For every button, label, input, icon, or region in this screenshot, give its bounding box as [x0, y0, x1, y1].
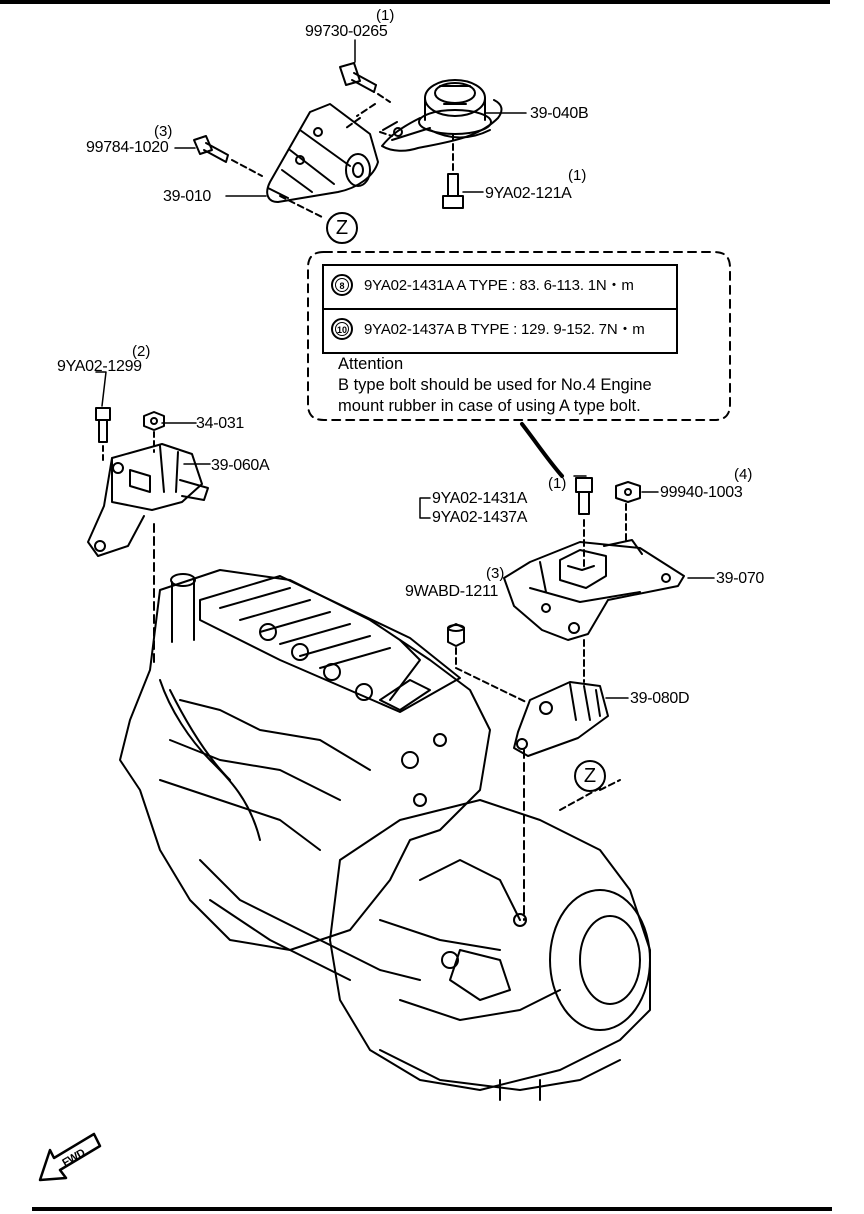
- mount-39-060A-icon: [87, 443, 209, 557]
- part-label-9YA02-1431A: 9YA02-1431A: [432, 490, 528, 507]
- attention-title: Attention: [338, 355, 404, 373]
- bolt-9YA02-1431A-icon: [575, 477, 593, 515]
- part-label-9YA02-1299: 9YA02-1299: [57, 358, 142, 375]
- qty-9WABD-1211: (3): [486, 565, 505, 582]
- fwd-arrow-icon: [38, 1132, 102, 1182]
- torque-8-icon: 8: [331, 274, 353, 296]
- nut-99940-1003-icon: [615, 481, 641, 503]
- qty-99940-1003: (4): [734, 466, 753, 483]
- bolt-9YA02-1299-icon: [95, 407, 111, 443]
- bolt-9YA02-121A-icon: [442, 173, 464, 209]
- attention-line-2: mount rubber in case of using A type bol…: [338, 397, 641, 415]
- engine-assembly-icon: [119, 569, 491, 981]
- qty-99730-0265: (1): [376, 7, 395, 24]
- part-label-9WABD-1211: 9WABD-1211: [405, 583, 499, 600]
- nut-34-031-icon: [143, 411, 165, 431]
- qty-9YA02-121A: (1): [568, 167, 587, 184]
- torque-spec-b: 9YA02-1437A B TYPE : 129. 9-152. 7N・m: [364, 321, 645, 338]
- part-label-99940-1003: 99940-1003: [660, 484, 743, 501]
- attention-line-1: B type bolt should be used for No.4 Engi…: [338, 376, 652, 394]
- part-label-99784-1020: 99784-1020: [86, 139, 169, 156]
- part-label-39-040B: 39-040B: [530, 105, 589, 122]
- bolt-99730-0265-icon: [339, 62, 377, 93]
- ref-marker-z-top: Z: [326, 212, 358, 244]
- bolt-99784-1020-icon: [193, 135, 229, 163]
- part-label-39-070: 39-070: [716, 570, 765, 587]
- transaxle-icon: [329, 799, 651, 1101]
- bottom-border: [32, 1207, 832, 1211]
- part-label-9YA02-1437A: 9YA02-1437A: [432, 509, 528, 526]
- torque-row-a-type: 8 9YA02-1431A A TYPE : 83. 6-113. 1N・m: [324, 266, 676, 306]
- qty-9YA02-1431A: (1): [548, 475, 567, 492]
- qty-99784-1020: (3): [154, 123, 173, 140]
- top-border: [0, 0, 830, 4]
- part-label-99730-0265: 99730-0265: [305, 23, 388, 40]
- mount-39-070-icon: [503, 539, 685, 641]
- part-label-39-080D: 39-080D: [630, 690, 690, 707]
- part-label-9YA02-121A: 9YA02-121A: [485, 185, 572, 202]
- ref-marker-z-bottom: Z: [574, 760, 606, 792]
- part-label-39-010: 39-010: [163, 188, 212, 205]
- qty-9YA02-1299: (2): [132, 343, 151, 360]
- part-label-39-060A: 39-060A: [211, 457, 270, 474]
- part-label-34-031: 34-031: [196, 415, 245, 432]
- torque-spec-table: 8 9YA02-1431A A TYPE : 83. 6-113. 1N・m 1…: [322, 264, 678, 354]
- nut-9WABD-1211-icon: [447, 623, 465, 647]
- torque-row-b-type: 10 9YA02-1437A B TYPE : 129. 9-152. 7N・m: [324, 308, 676, 350]
- mount-39-040B-icon: [381, 79, 503, 152]
- torque-spec-a: 9YA02-1431A A TYPE : 83. 6-113. 1N・m: [364, 277, 634, 294]
- bracket-39-010-icon: [266, 103, 379, 203]
- bracket-39-080D-icon: [513, 681, 609, 757]
- torque-10-icon: 10: [331, 318, 353, 340]
